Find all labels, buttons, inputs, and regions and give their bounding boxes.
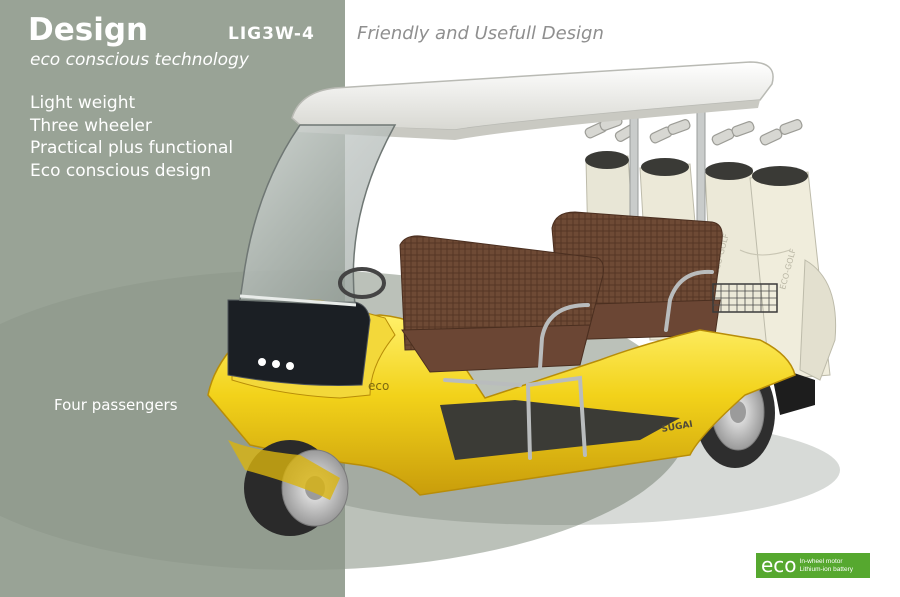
headlight	[272, 360, 280, 368]
grab-rails	[443, 269, 714, 460]
front-seat-cushion	[401, 324, 591, 373]
feature-list: Light weight Three wheeler Practical plu…	[30, 92, 233, 182]
eco-badge-text: In-wheel motor Lithium-ion battery	[800, 558, 853, 574]
eco-badge: eco In-wheel motor Lithium-ion battery	[756, 553, 870, 578]
body-eco-logo: eco	[368, 379, 389, 393]
feature-item: Practical plus functional	[30, 138, 234, 158]
passengers-callout: Four passengers	[54, 396, 178, 414]
subtitle: eco conscious technology	[30, 50, 249, 70]
feature-item: Three wheeler	[30, 115, 152, 136]
tagline: Friendly and Usefull Design	[357, 23, 604, 44]
eco-badge-line-2: Lithium-ion battery	[799, 565, 854, 573]
eco-badge-word: eco	[761, 553, 797, 577]
headlight	[286, 362, 294, 370]
model-code: LIG3W-4	[228, 24, 315, 44]
golf-club-heads	[584, 115, 803, 146]
steering-wheel	[338, 267, 386, 299]
dashboard	[227, 299, 371, 387]
feature-item: Eco conscious design	[30, 160, 212, 181]
feature-item: Light weight	[30, 93, 136, 113]
cart-floor	[440, 400, 680, 460]
page-title: Design	[28, 12, 149, 48]
front-seat-back	[399, 235, 604, 351]
eco-badge-line-1: In-wheel motor	[799, 557, 843, 565]
headlight	[258, 358, 266, 366]
